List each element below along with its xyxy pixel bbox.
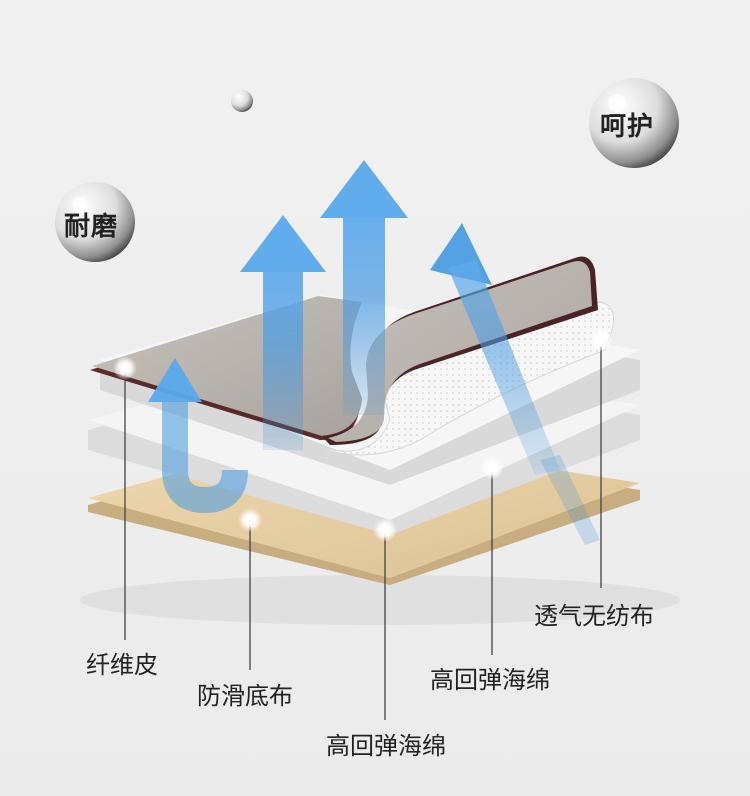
fiber-leather-label: 纤维皮 (86, 651, 158, 679)
airflow-arrows (148, 160, 600, 545)
anti-slip-label: 防滑底布 (197, 682, 293, 710)
leader-lines (124, 340, 602, 720)
marker-dots (113, 328, 613, 542)
water-droplets (55, 78, 679, 262)
sponge-lower-label: 高回弹海绵 (326, 732, 446, 760)
up-arrow-3 (430, 223, 560, 475)
sponge-upper-label: 高回弹海绵 (430, 666, 550, 694)
u-arrow (148, 358, 248, 514)
non-woven-label: 透气无纺布 (534, 602, 654, 630)
small-droplet (231, 90, 253, 112)
wear-badge-label: 耐磨 (64, 212, 119, 242)
non-woven-layer (299, 301, 614, 456)
care-badge-label: 呵护 (600, 112, 655, 142)
up-arrow-2 (320, 160, 408, 415)
up-arrow-1 (240, 215, 326, 450)
